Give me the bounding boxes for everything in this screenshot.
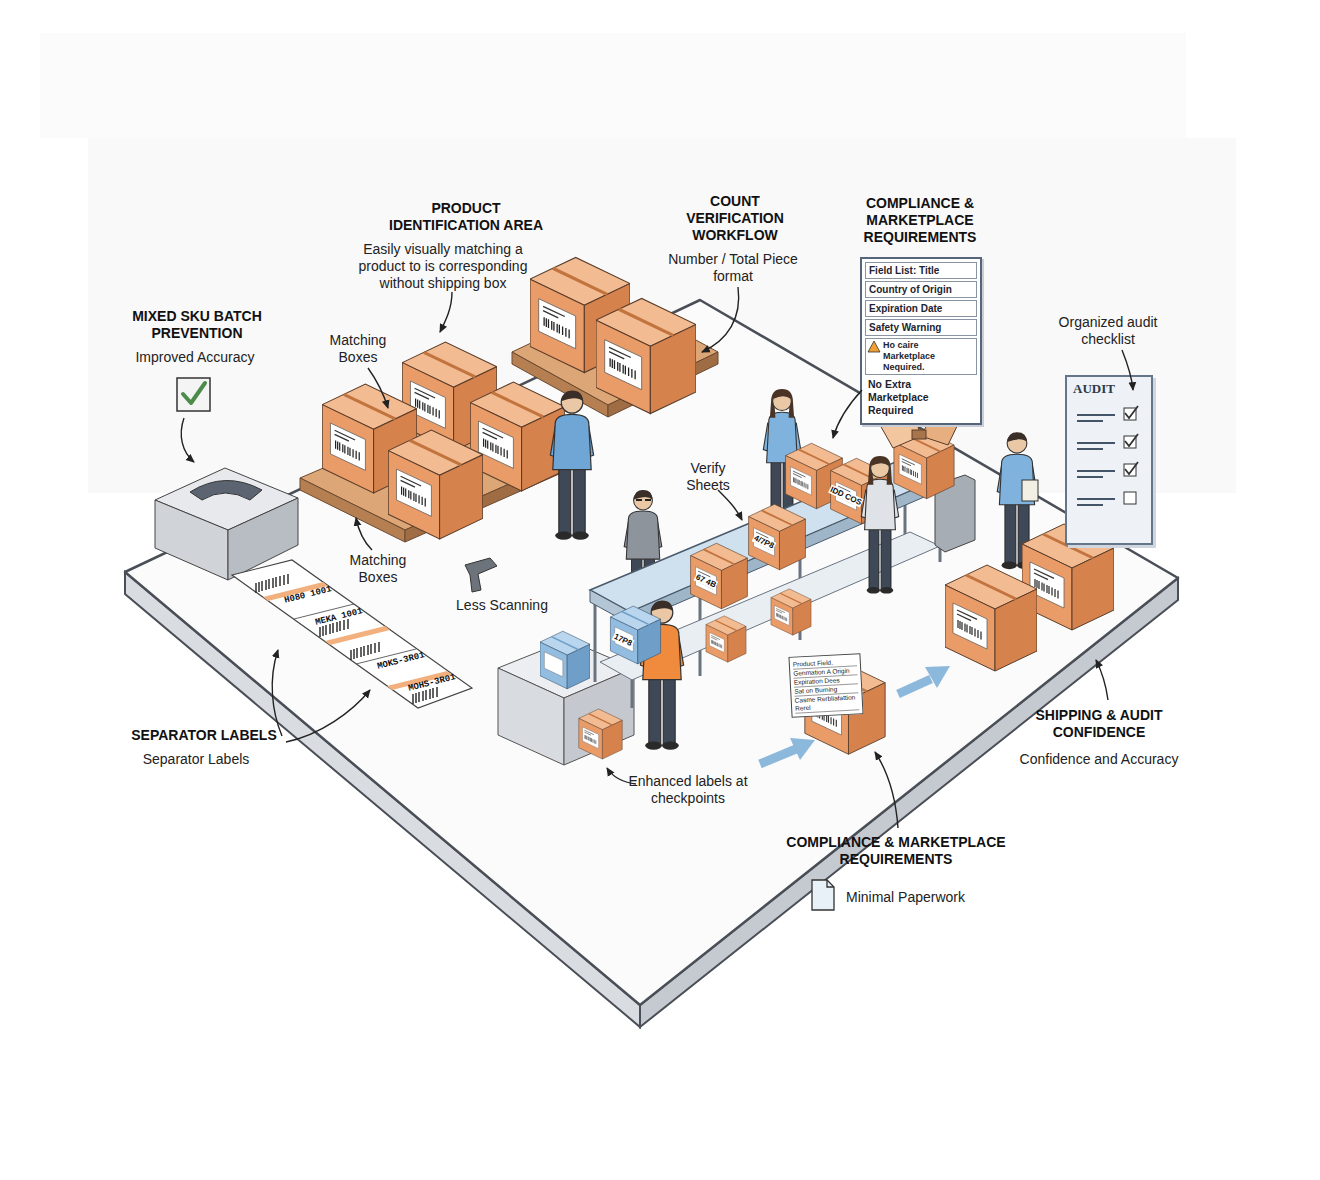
node-text: Field List: Title bbox=[865, 262, 977, 279]
callout-text: Enhanced labels at checkpoints bbox=[626, 773, 751, 807]
compliance-card: Field List: TitleCountry of OriginExpira… bbox=[860, 257, 982, 425]
roll-label-text: MOHS-3R01 bbox=[407, 672, 457, 693]
leader-line bbox=[368, 368, 388, 408]
carton bbox=[691, 543, 748, 609]
carton bbox=[771, 589, 811, 635]
carton bbox=[579, 709, 622, 759]
roll-label-text: MOKS-3R01 bbox=[376, 650, 426, 671]
callout-heading: COMPLIANCE & MARKETPLACE REQUIREMENTS bbox=[853, 195, 988, 246]
conveyor bbox=[630, 476, 945, 624]
carton bbox=[470, 382, 565, 491]
callout-heading: SEPARATOR LABELS bbox=[131, 727, 276, 744]
callout-heading: SHIPPING & AUDIT CONFIDENCE bbox=[1024, 707, 1174, 741]
clipboard bbox=[1022, 480, 1038, 501]
carton bbox=[749, 504, 806, 570]
checklist-line bbox=[1077, 415, 1115, 505]
checklist-check bbox=[1125, 406, 1138, 474]
leader-line bbox=[702, 287, 739, 352]
callout-text: Separator Labels bbox=[143, 751, 250, 768]
node-text: Casme Rerbliafattion Rerel bbox=[795, 693, 860, 713]
leader-line bbox=[272, 650, 282, 736]
carton bbox=[540, 631, 590, 689]
checklist-box bbox=[1124, 464, 1136, 476]
carton-label-text: 4/7P8 bbox=[752, 533, 777, 551]
flow-arrow bbox=[760, 749, 796, 764]
checklist-box bbox=[1124, 436, 1136, 448]
callout-text: Number / Total Piece format bbox=[658, 251, 808, 285]
leader-line bbox=[718, 490, 742, 520]
callout-text: Improved Accuracy bbox=[135, 349, 254, 366]
checkmark bbox=[183, 383, 205, 403]
node-text: Expiration Date bbox=[865, 300, 977, 317]
leader-line bbox=[356, 518, 372, 550]
callout-heading: COUNT VERIFICATION WORKFLOW bbox=[673, 193, 798, 244]
leader-line bbox=[833, 390, 862, 438]
item bbox=[912, 430, 926, 439]
carton bbox=[596, 298, 696, 413]
flow-arrow bbox=[925, 666, 950, 688]
separator-band bbox=[325, 626, 390, 645]
callout-text: Organized audit checklist bbox=[1051, 314, 1166, 348]
leader-line bbox=[1122, 350, 1133, 390]
leader-line bbox=[440, 292, 452, 332]
carton bbox=[388, 430, 483, 539]
printer-lid bbox=[190, 480, 262, 500]
checkbox-icon bbox=[177, 378, 210, 411]
audit-board: AUDIT bbox=[1065, 375, 1153, 545]
roll-label-text: H080 1001 bbox=[283, 584, 333, 605]
leader-line bbox=[607, 768, 636, 784]
callout-text: Easily visually matching a product to is… bbox=[343, 241, 543, 292]
roll-label-text: MEKA 1001 bbox=[314, 606, 364, 627]
carton-label-text: 17P8 bbox=[612, 632, 635, 649]
leader-line bbox=[286, 690, 370, 742]
barcode bbox=[256, 574, 288, 593]
worker bbox=[861, 456, 898, 593]
checklist-box bbox=[1124, 408, 1136, 420]
flow-arrow bbox=[898, 679, 931, 694]
node-text: Safety Warning bbox=[865, 319, 977, 336]
callout-heading: MIXED SKU BATCH PREVENTION bbox=[115, 308, 280, 342]
node-text: AUDIT bbox=[1073, 381, 1145, 397]
carton bbox=[610, 606, 660, 664]
backdrop-panel bbox=[40, 33, 1186, 138]
callout-heading: COMPLIANCE & MARKETPLACE REQUIREMENTS bbox=[766, 834, 1026, 868]
barcode bbox=[351, 642, 379, 660]
worker bbox=[550, 390, 593, 539]
carton bbox=[706, 616, 746, 662]
callout-text: Verify Sheets bbox=[676, 460, 741, 494]
leader-line bbox=[875, 752, 898, 828]
callout-text: Matching Boxes bbox=[321, 332, 396, 366]
glasses bbox=[636, 499, 651, 501]
node-text: Country of Origin bbox=[865, 281, 977, 298]
warning-icon bbox=[868, 341, 880, 352]
paper-sheet: Product Field.Genmation A OriginExpirati… bbox=[788, 653, 863, 718]
callout-heading: PRODUCT IDENTIFICATION AREA bbox=[376, 200, 556, 234]
callout-text: Confidence and Accuracy bbox=[1020, 751, 1179, 768]
carton-label-text: IDD COS bbox=[828, 484, 864, 507]
node-text: No Extra Marketplace Required bbox=[865, 377, 977, 418]
barcode-scanner bbox=[465, 558, 497, 592]
flow-arrow bbox=[790, 738, 815, 760]
label-printer bbox=[155, 500, 228, 580]
document-icon bbox=[812, 880, 834, 910]
checklist-box bbox=[1124, 492, 1136, 504]
callout-text: Minimal Paperwork bbox=[846, 889, 965, 906]
callout-text: Matching Boxes bbox=[341, 552, 416, 586]
node-text: Ho caire Marketplace Nequired. bbox=[865, 338, 977, 375]
document-icon bbox=[827, 880, 834, 887]
leader-line bbox=[1096, 660, 1108, 700]
shipping-carton bbox=[945, 565, 1037, 671]
label-divider bbox=[294, 604, 416, 664]
leader-line bbox=[181, 418, 194, 462]
callout-text: Less Scanning bbox=[456, 597, 548, 614]
carton-label-text: 67 4B bbox=[694, 572, 719, 590]
label-roll bbox=[232, 560, 472, 708]
